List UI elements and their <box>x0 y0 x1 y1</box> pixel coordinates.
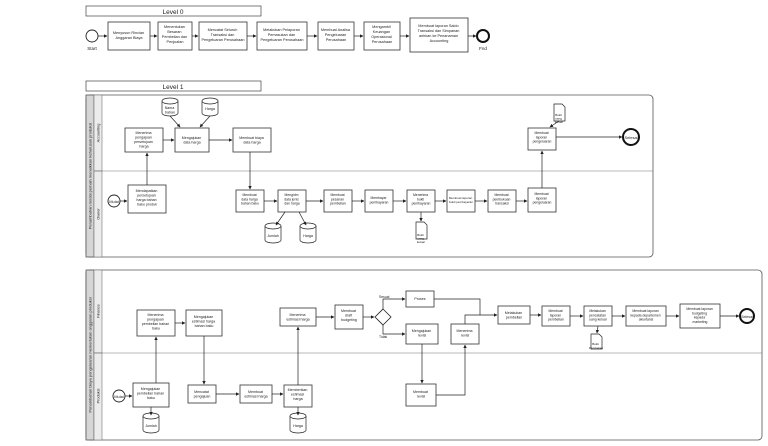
pool-a-task-ajukan-data-harga <box>174 127 210 153</box>
svg-text:Membuat pembukuan: Membuat pembukuan transaksi <box>493 193 512 206</box>
svg-text:Membuat revisi: Membuat revisi <box>413 390 429 399</box>
level-0-task-5 <box>317 21 355 51</box>
pool-a-task-laporan-accounting <box>527 127 557 151</box>
pool-b-lane-top-label: Finance <box>97 304 101 318</box>
svg-text:Membuat laporan pe: Membuat laporan pengeluaran <box>533 192 552 205</box>
pool-b-lane-bottom-label: Produksi <box>97 388 101 403</box>
store-b-harga: Harga <box>289 412 307 434</box>
svg-text:Menerima pengajuan: Menerima pengajuan persetujuan harga <box>134 131 154 149</box>
svg-text:Mendapatkan persetujuan: Mendapatkan persetujuan harga bahan baku… <box>136 189 159 207</box>
doc-bukti-uang-keluar-top: Bukti uang keluar <box>553 103 566 124</box>
pool-a-lane-top-label: Accounting <box>97 124 101 143</box>
svg-text:Mengajukan revisi: Mengajukan revisi <box>412 329 433 338</box>
svg-text:Mengajukan pembelian bah: Mengajukan pembelian bahan baku <box>137 387 166 400</box>
level-0-task-6 <box>363 21 401 51</box>
svg-text:Menerima revisi: Menerima revisi <box>457 329 474 338</box>
level-0-task-6-label: Mengambil Keuangan Operasional Perusahaa… <box>371 25 393 44</box>
pool-b-start-label: Mulai <box>114 394 124 399</box>
svg-text:Mengajukan estimasi harg: Mengajukan estimasi harga bahan baku <box>192 315 216 328</box>
svg-text:Membuat pesanan pe: Membuat pesanan pembelian <box>330 193 346 206</box>
pool-b-task-ajukan-estimasi <box>185 309 223 337</box>
svg-text:Harga: Harga <box>205 107 215 111</box>
level-0-task-7 <box>409 17 469 53</box>
svg-text:Memberikan estimasi: Memberikan estimasi harga <box>288 388 309 401</box>
pool-a-end-label: Selesai <box>624 135 637 140</box>
svg-text:Membuat laporan kepada d: Membuat laporan kepada departemen akunta… <box>630 309 661 322</box>
svg-text:Bukti uang kel: Bukti uang keluar <box>555 113 563 124</box>
level-0-title-box <box>85 5 262 17</box>
pool-b-gateway-no-label: Tidak <box>379 335 387 339</box>
pool-b-end-label: Selesai <box>741 315 753 319</box>
level-0-start-event <box>85 29 99 43</box>
level-0-task-3 <box>198 21 248 51</box>
svg-text:Membuat draft budg: Membuat draft budgeting <box>341 309 357 322</box>
svg-text:Mencatat pengajuan: Mencatat pengajuan <box>194 390 211 399</box>
svg-text:Membuat laporan bukti pe: Membuat laporan bukti pembayaran <box>449 196 473 204</box>
svg-text:Menerima pengajuan: Menerima pengajuan pembelian bahan baku <box>142 313 171 331</box>
svg-text:Membuat laporan budgetin: Membuat laporan budgeting kepada marketi… <box>686 307 713 324</box>
level-1-title: Level 1 <box>163 84 184 91</box>
pool-b-task-laporan-marketing <box>679 303 721 329</box>
pool-b-flows <box>125 297 740 416</box>
pool-b: Penambahan biaya pengeluaran memerlukan … <box>85 269 763 441</box>
level-0-end-event <box>476 29 490 43</box>
store-harga-top: Harga <box>201 97 219 117</box>
level-0-title: Level 0 <box>163 9 184 16</box>
svg-text:Menerima estimasi harga: Menerima estimasi harga <box>286 313 309 322</box>
level-0-section: Level 0 Start Menyusun Rincian Anggaran … <box>85 5 490 53</box>
pool-a-start-label: Mulai <box>109 199 119 204</box>
svg-text:Mengajukan data harga: Mengajukan data harga <box>182 136 203 145</box>
pool-a-task-dapat-persetujuan <box>127 184 167 214</box>
svg-text:Membuat data harga: Membuat data harga bahan baku <box>241 193 259 206</box>
svg-text:Membuat laporan pe: Membuat laporan pembelian <box>548 309 564 322</box>
level-0-task-2-label: Menentukan Besaran Pembelian dan Penjual… <box>162 25 188 44</box>
svg-text:Mengirim data jenis: Mengirim data jenis dan harga <box>284 193 299 206</box>
svg-text:Jumlah: Jumlah <box>145 424 157 428</box>
pool-a-lane-bottom-label: Owner <box>97 208 101 220</box>
svg-text:Bukti Pembelian: Bukti Pembelian <box>589 342 604 350</box>
pool-a: Penambahan modal pemain menaikkan keharu… <box>85 94 654 258</box>
pool-b-end-event <box>739 308 755 324</box>
svg-text:Nama bahan: Nama bahan <box>165 106 176 115</box>
pool-a-end-event <box>622 128 640 146</box>
level-0-task-4 <box>256 21 308 51</box>
svg-text:Membayar pembayaran: Membayar pembayaran <box>370 196 389 204</box>
svg-text:Proses: Proses <box>414 297 425 301</box>
level-0-task-4-label: Melakukan Pelaporan Pemasukan dan Pengel… <box>260 28 303 42</box>
level-0-task-1-label: Menyusun Rincian Anggaran Biaya <box>113 31 145 40</box>
doc-bukti-uang-keluar-bottom: Bukti uang keluar <box>415 221 428 244</box>
svg-text:Melakukan pembelian: Melakukan pembelian <box>505 311 523 320</box>
level-0-task-3-label: Mencatat Seluruh Transaksi dan Pengeluar… <box>201 28 244 42</box>
pool-b-gateway <box>374 308 392 326</box>
svg-text:Menerima bukti pem: Menerima bukti pembayaran <box>412 193 431 206</box>
level-0-task-2 <box>157 21 193 51</box>
level-0-end-label: Fnd <box>479 46 487 51</box>
pool-a-frame <box>85 94 654 258</box>
store-harga-bottom: Harga <box>299 222 317 244</box>
svg-text:Harga: Harga <box>303 234 313 238</box>
store-b-jumlah: Jumlah <box>142 412 160 434</box>
pool-b-gateway-yes-label: Sesuai <box>379 295 390 299</box>
store-nama-bahan: Nama bahan <box>161 97 179 117</box>
svg-text:Melakukan pencatatan: Melakukan pencatatan uang keluar <box>589 309 608 322</box>
svg-text:Harga: Harga <box>293 424 303 428</box>
level-1-title-box <box>85 80 262 92</box>
svg-text:Membuat laporan pe: Membuat laporan pengeluaran <box>533 131 552 144</box>
store-jumlah: Jumlah <box>264 222 282 244</box>
svg-text:Membuat biaya data harga: Membuat biaya data harga <box>239 136 265 145</box>
doc-bukti-pembelian: Bukti Pembelian <box>589 333 604 350</box>
pool-a-label: Penambahan modal pemain menaikkan keharu… <box>88 123 93 230</box>
pool-b-task-ajukan-pembelian <box>132 382 170 408</box>
pool-a-flows <box>120 115 623 226</box>
pool-b-label: Penambahan biaya pengeluaran memerlukan … <box>88 297 93 412</box>
pool-a-task-buat-biaya <box>232 127 272 153</box>
level-0-task-5-label: Membuat Analisa Pengeluaran Perusahaan <box>321 28 351 42</box>
pool-a-task-terima-persetujuan <box>124 127 164 153</box>
level-0-task-7-label: Membuat laporan Saldo Transaksi dan Simp… <box>418 24 461 43</box>
svg-text:Jumlah: Jumlah <box>267 234 279 238</box>
svg-text:Bukti uang kel: Bukti uang keluar <box>417 233 425 244</box>
level-0-start-label: Start <box>87 46 97 51</box>
svg-text:Membuat estimasi harga: Membuat estimasi harga <box>244 390 267 399</box>
